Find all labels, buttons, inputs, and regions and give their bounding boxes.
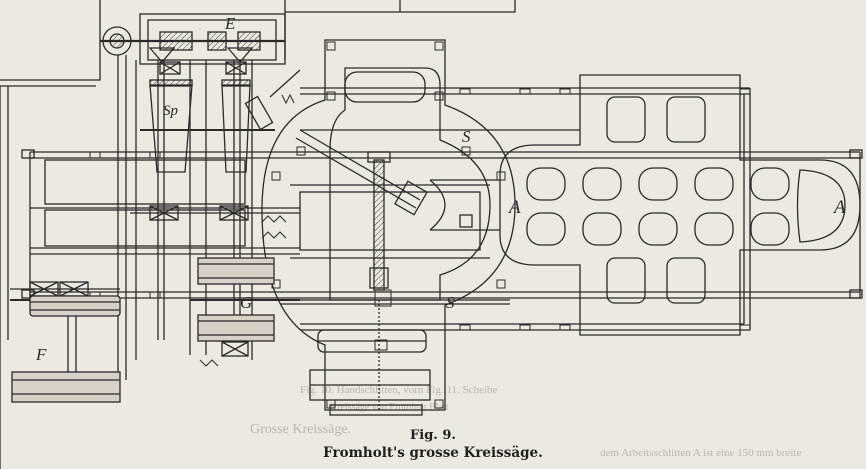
- bleed-text-2: Kreissäge von Fromholt Blatt: [330, 402, 449, 413]
- ratchet-marks: [199, 93, 295, 367]
- label-a-right: A: [834, 197, 846, 218]
- upper-rail: [300, 87, 751, 331]
- figure-title: Fromholt's grosse Kreissäge.: [323, 445, 543, 461]
- feed-cones-sp: [117, 55, 275, 380]
- bleed-text-1: Fig. 10. Handschlitten, vorn Fig. 11. Sc…: [300, 384, 498, 396]
- work-carriage-plate: [429, 74, 861, 336]
- label-sp: Sp: [163, 103, 178, 119]
- pulley-f: [10, 288, 121, 403]
- bleed-text-3: dem Arbeitsschlitten A ist eine 150 mm b…: [600, 447, 802, 459]
- label-a-center: A: [509, 197, 521, 218]
- frame-bolts: [271, 41, 506, 409]
- saw-guide: [244, 69, 428, 216]
- main-bed-rails: [21, 149, 863, 299]
- saw-carriage-frame: [261, 39, 516, 416]
- figure-number: Fig. 9.: [410, 428, 456, 443]
- label-f: F: [36, 345, 47, 364]
- lead-screw: [367, 151, 391, 410]
- pulley-g: [190, 257, 300, 342]
- bleed-text-4: Grosse Kreissäge.: [250, 422, 352, 437]
- label-g: G: [240, 293, 253, 312]
- gearbox-e: [100, 13, 286, 65]
- label-s-lower: S: [446, 293, 455, 312]
- figure-caption: Fig. 9. Fromholt's grosse Kreissäge.: [0, 427, 866, 462]
- label-e: E: [225, 14, 236, 33]
- label-s-upper: S: [462, 127, 471, 146]
